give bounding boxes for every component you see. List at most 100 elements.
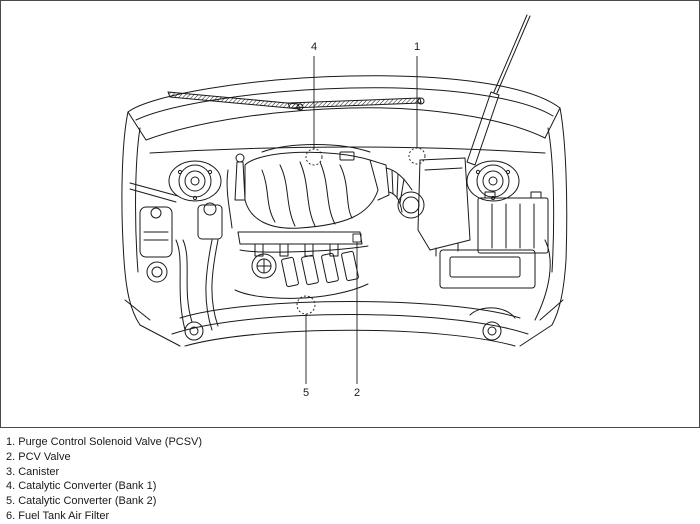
head-cover-edge — [234, 283, 369, 299]
callouts: 1 2 4 5 — [296, 41, 426, 399]
radiator-support-middle — [171, 314, 529, 335]
legend-item: 1. Purge Control Solenoid Valve (PCSV) — [6, 436, 203, 448]
air-filter-box — [417, 157, 471, 251]
fuel-rail — [237, 231, 363, 245]
callout-4: 4 — [305, 41, 323, 166]
wipers — [167, 91, 425, 111]
callout-2: 2 — [352, 233, 362, 399]
plenum-outline — [244, 151, 379, 229]
right-fender-lip — [539, 299, 564, 321]
intake-runner — [339, 164, 353, 219]
battery-terminal-positive — [530, 191, 542, 199]
left-hose-a — [175, 239, 186, 331]
radiator-support-lower — [184, 329, 516, 347]
callout-1-marker — [408, 147, 426, 165]
legend-item: 3. Canister — [6, 465, 60, 478]
sensor-head — [235, 153, 245, 163]
prop-rod-line-a — [493, 14, 528, 93]
air-intake — [385, 157, 471, 257]
cylinder-head — [234, 231, 369, 299]
prop-rod-line-b — [496, 15, 531, 94]
left-strut-bolt — [192, 195, 198, 201]
intake-runner — [299, 161, 316, 227]
right-wiper-pivot — [417, 97, 425, 105]
hood-edge-outer — [127, 75, 561, 113]
fenders — [121, 107, 568, 347]
radiator-support-upper — [179, 301, 521, 319]
intake-duct-upper — [385, 167, 413, 191]
right-strut-bolt — [475, 169, 481, 175]
left-strut-bolt — [207, 169, 213, 175]
front-bracket-right — [469, 307, 516, 319]
hood-gas-strut — [466, 91, 500, 166]
engine-drawing — [121, 14, 568, 347]
callout-1: 1 — [408, 41, 426, 165]
legend-item: 5. Catalytic Converter (Bank 2) — [6, 495, 157, 508]
coolant-reservoir — [139, 206, 173, 258]
legend-item: 4. Catalytic Converter (Bank 1) — [6, 480, 157, 493]
legend-item: 2. PCV Valve — [6, 450, 71, 463]
left-strut-mount — [184, 170, 206, 192]
brake-master-cylinder — [197, 204, 223, 240]
radiator-support — [171, 301, 529, 347]
engine-bay-diagram: 1 2 4 5 — [0, 0, 700, 428]
cowl-left-corner — [127, 111, 147, 141]
cowl-right-corner — [544, 107, 561, 139]
hood-prop-rod — [466, 14, 531, 166]
left-fender-lip — [124, 299, 151, 321]
hood-cowl — [127, 75, 561, 154]
sensor-connector — [339, 151, 355, 161]
left-tube-b — [211, 239, 219, 327]
left-hinge-tube-a — [129, 182, 179, 197]
right-strut-tower — [466, 160, 520, 202]
legend-item: 6. Fuel Tank Air Filter — [6, 509, 110, 522]
right-strut-bolt — [505, 169, 511, 175]
callout-5-marker — [296, 295, 316, 315]
fuse-box-lid — [449, 256, 521, 278]
ignition-coil — [321, 252, 339, 284]
left-hose-b — [182, 239, 193, 323]
legend: 1. Purge Control Solenoid Valve (PCSV) 2… — [6, 435, 686, 524]
right-strut-mount — [482, 170, 504, 192]
left-fender-inner — [135, 127, 141, 273]
left-tube — [205, 239, 213, 331]
left-canister — [146, 261, 168, 283]
left-canister-core — [151, 266, 163, 278]
sensor-body — [234, 161, 246, 201]
cowl-panel-line — [145, 107, 546, 141]
battery-case — [477, 197, 549, 254]
intake-runner — [279, 164, 296, 227]
maf-sensor-core — [402, 196, 420, 214]
reservoir-cap — [150, 207, 162, 219]
left-wiper-blade — [167, 91, 301, 110]
right-strut-ring — [476, 164, 510, 198]
left-strut-nut — [190, 176, 200, 186]
brake-fluid-cap — [203, 202, 217, 216]
callout-2-marker — [352, 233, 362, 243]
wiring-harness — [239, 245, 369, 253]
duct-rib — [391, 170, 405, 204]
left-strut-bolt — [177, 169, 183, 175]
callout-4-label: 4 — [311, 41, 317, 53]
right-fender-inner — [547, 127, 555, 273]
ignition-coil — [301, 254, 319, 286]
right-strut-nut — [488, 176, 498, 186]
callout-1-label: 1 — [414, 41, 420, 53]
callout-5-label: 5 — [303, 387, 309, 399]
intake-manifold — [244, 144, 390, 229]
right-strut-base — [466, 160, 520, 202]
air-filter-lid-line — [424, 167, 463, 171]
callout-5: 5 — [296, 295, 316, 399]
right-hose — [534, 239, 551, 321]
fuse-box-case — [439, 249, 536, 289]
right-wiper-blade — [287, 97, 422, 109]
throttle-body — [369, 159, 390, 201]
battery — [477, 191, 549, 254]
left-strut-tower — [168, 160, 222, 202]
hood-edge-inner — [135, 87, 554, 121]
oil-filler-cap — [251, 253, 277, 279]
battery-ridges — [491, 203, 535, 249]
left-front-bolt — [184, 321, 204, 341]
dipstick-tube — [226, 169, 233, 229]
injector — [279, 243, 289, 257]
